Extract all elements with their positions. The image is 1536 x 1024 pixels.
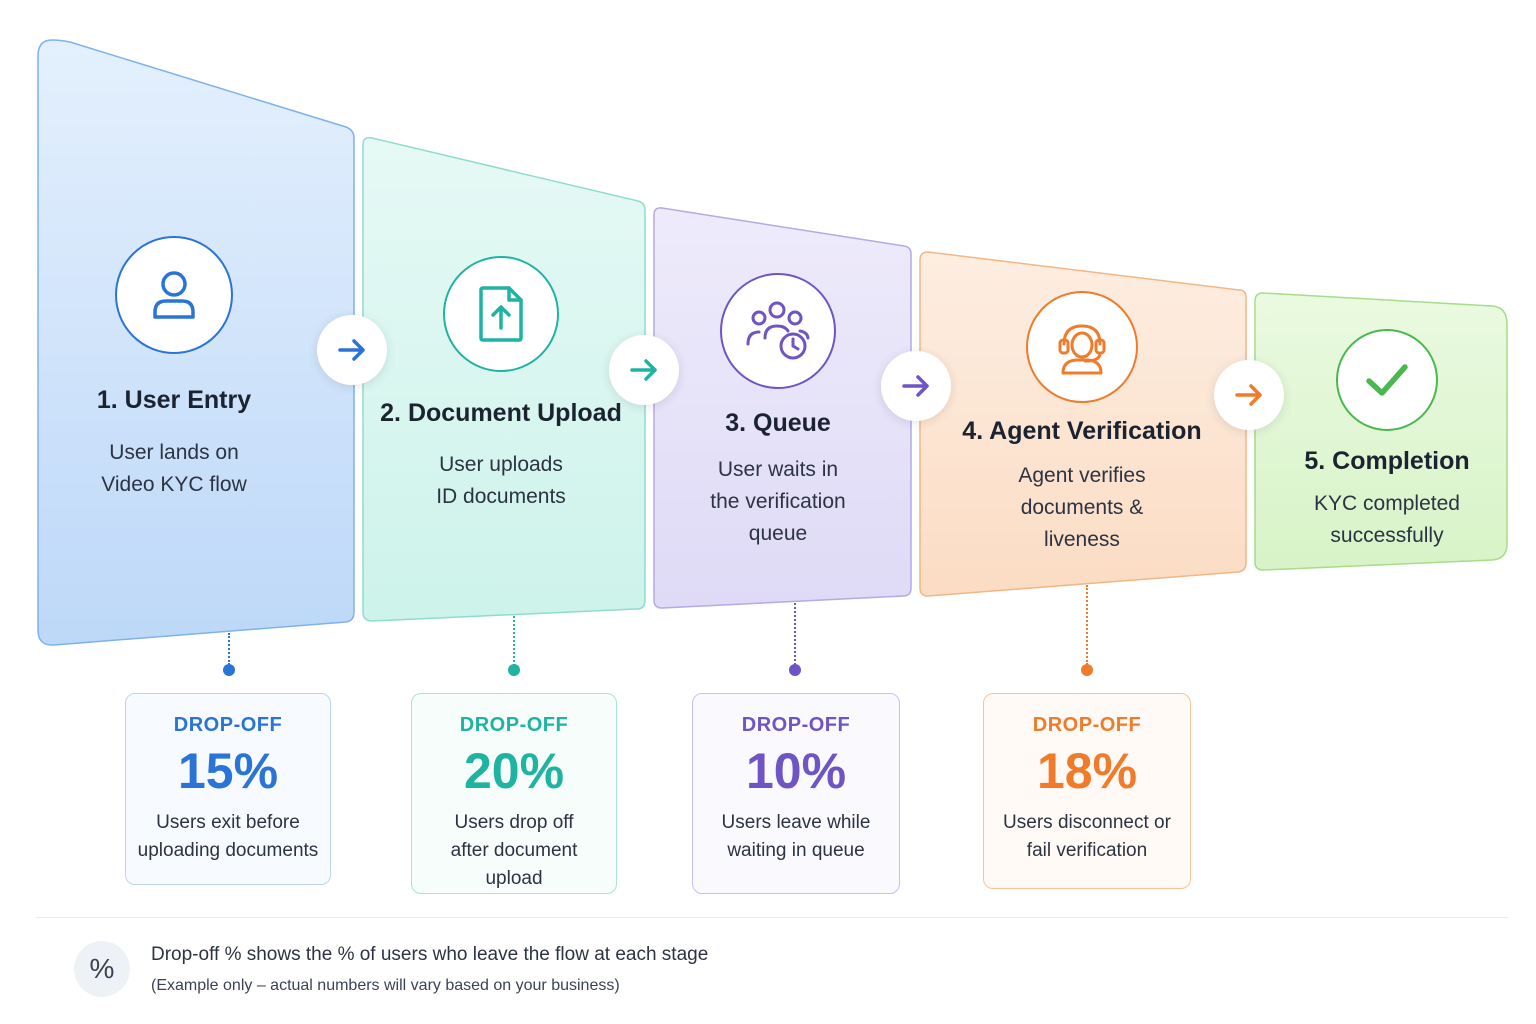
users-clock-icon xyxy=(720,273,836,389)
dropoff-label: DROP-OFF xyxy=(1032,714,1142,736)
stage-shape-agent-verification xyxy=(919,251,1247,597)
dropoff-description: Users disconnect or fail verification xyxy=(1003,812,1171,861)
footer-disclaimer: (Example only – actual numbers will vary… xyxy=(151,977,620,994)
stage-title: 3. Queue xyxy=(725,409,831,437)
dropoff-description: Users leave while waiting in queue xyxy=(721,812,871,861)
stage-title: 5. Completion xyxy=(1304,447,1470,475)
dropoff-value: 10% xyxy=(745,743,847,799)
dropoff-value: 15% xyxy=(177,743,279,799)
dropoff-card-agent-verification: DROP-OFF 18% Users disconnect or fail ve… xyxy=(983,693,1191,889)
connector-dot xyxy=(1081,664,1093,676)
stage-shape-completion xyxy=(1254,292,1508,571)
arrow-right-icon xyxy=(1214,360,1284,430)
stage-description: Agent verifies documents & liveness xyxy=(1018,464,1146,551)
connector-dot xyxy=(508,664,520,676)
dropoff-card-queue: DROP-OFF 10% Users leave while waiting i… xyxy=(692,693,900,894)
dropoff-card-document-upload: DROP-OFF 20% Users drop off after docume… xyxy=(411,693,617,894)
stage-user-entry: 1. User Entry User lands on Video KYC fl… xyxy=(54,236,294,501)
connector-line xyxy=(1086,585,1088,665)
dropoff-description: Users drop off after document upload xyxy=(450,812,578,889)
arrow-right-icon xyxy=(609,335,679,405)
dropoff-value: 18% xyxy=(1036,743,1138,799)
footer-note: Drop-off % shows the % of users who leav… xyxy=(151,944,709,965)
dropoff-description: Users exit before uploading documents xyxy=(137,812,319,861)
stage-shape-document-upload xyxy=(362,136,646,622)
dropoff-card-user-entry: DROP-OFF 15% Users exit before uploading… xyxy=(125,693,331,885)
connector-line xyxy=(513,616,515,666)
stage-description: User waits in the verification queue xyxy=(710,458,846,545)
stage-title: 2. Document Upload xyxy=(380,399,622,427)
user-icon xyxy=(115,236,233,354)
stage-document-upload: 2. Document Upload User uploads ID docum… xyxy=(370,256,632,513)
stage-title: 4. Agent Verification xyxy=(962,417,1202,445)
dropoff-label: DROP-OFF xyxy=(459,714,569,736)
percent-icon: % xyxy=(74,941,130,997)
checkmark-icon xyxy=(1336,329,1438,431)
stage-completion: 5. Completion KYC completed successfully xyxy=(1282,329,1492,552)
stage-description: User uploads ID documents xyxy=(436,453,566,508)
connector-line xyxy=(794,603,796,665)
stage-description: KYC completed successfully xyxy=(1314,492,1460,547)
arrow-right-icon xyxy=(881,351,951,421)
stage-queue: 3. Queue User waits in the verification … xyxy=(663,273,893,550)
dropoff-label: DROP-OFF xyxy=(741,714,851,736)
stage-agent-verification: 4. Agent Verification Agent verifies doc… xyxy=(952,291,1212,556)
headset-agent-icon xyxy=(1026,291,1138,403)
stage-title: 1. User Entry xyxy=(96,386,252,414)
stage-shape-queue xyxy=(653,207,912,609)
connector-dot xyxy=(223,664,235,676)
connector-dot xyxy=(789,664,801,676)
arrow-right-icon xyxy=(317,315,387,385)
connector-line xyxy=(228,633,230,665)
dropoff-value: 20% xyxy=(463,743,565,799)
document-upload-icon xyxy=(443,256,559,372)
dropoff-label: DROP-OFF xyxy=(173,714,283,736)
footer-divider xyxy=(36,917,1508,918)
stage-description: User lands on Video KYC flow xyxy=(101,441,247,496)
